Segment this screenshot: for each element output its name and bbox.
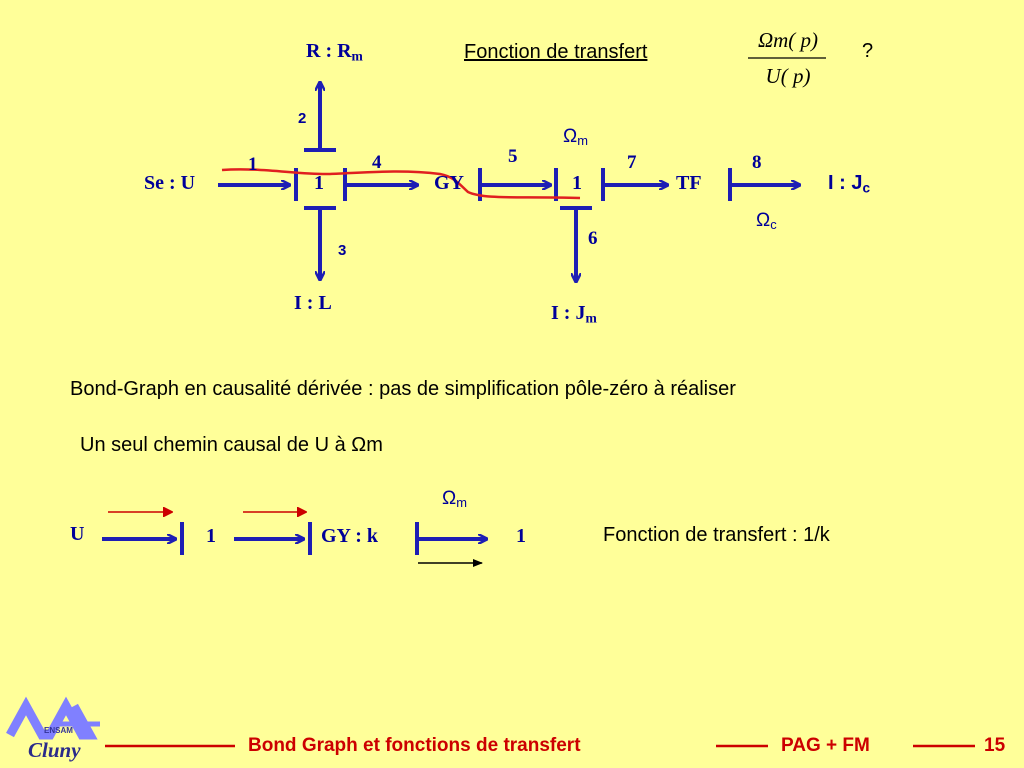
bond-number-4: 4 xyxy=(372,152,382,173)
bond-number-3: 3 xyxy=(338,242,347,259)
bond-number-5: 5 xyxy=(508,146,518,167)
bond-number-1: 1 xyxy=(248,154,258,175)
causal-path xyxy=(221,168,581,200)
r-element: R : Rm xyxy=(306,40,363,64)
fraction-denominator: U( p) xyxy=(765,64,811,88)
reduced-junction-a: 1 xyxy=(206,525,216,547)
junction-1-right: 1 xyxy=(572,172,582,194)
reduced-omega-label: Ωm xyxy=(442,488,467,511)
ijm-element: I : Jm xyxy=(551,302,597,326)
il-element: I : L xyxy=(294,292,332,314)
bond-number-2: 2 xyxy=(298,110,307,127)
footer-author: PAG + FM xyxy=(781,735,870,756)
footer-title: Bond Graph et fonctions de transfert xyxy=(248,735,581,756)
footer-page-number: 15 xyxy=(984,735,1006,756)
se-element: Se : U xyxy=(144,172,196,194)
question-mark: ? xyxy=(862,40,874,62)
ensam-logo-text: ENSAM xyxy=(44,726,73,735)
junction-1-left: 1 xyxy=(314,172,324,194)
derived-causality-text: Bond-Graph en causalité dérivée : pas de… xyxy=(70,378,736,400)
reduced-result-text: Fonction de transfert : 1/k xyxy=(603,524,830,546)
single-path-text: Un seul chemin causal de U à Ωm xyxy=(80,434,383,456)
reduced-u-label: U xyxy=(70,523,85,545)
bond-number-7: 7 xyxy=(627,152,637,173)
cluny-logo-text: Cluny xyxy=(28,738,81,762)
ensam-logo-icon xyxy=(6,696,100,740)
bond-number-6: 6 xyxy=(588,228,598,249)
omega-c-label: Ωc xyxy=(756,210,777,233)
tf-element: TF xyxy=(676,172,702,194)
reduced-gyk-label: GY : k xyxy=(321,525,379,547)
reduced-junction-b: 1 xyxy=(516,525,526,547)
ic-element: I : Jc xyxy=(828,172,871,196)
bond-number-8: 8 xyxy=(752,152,762,173)
omega-m-label: Ωm xyxy=(563,126,588,149)
transfer-function-title: Fonction de transfert xyxy=(464,41,648,63)
fraction-numerator: Ωm( p) xyxy=(757,28,819,52)
gy-element: GY xyxy=(434,172,464,194)
